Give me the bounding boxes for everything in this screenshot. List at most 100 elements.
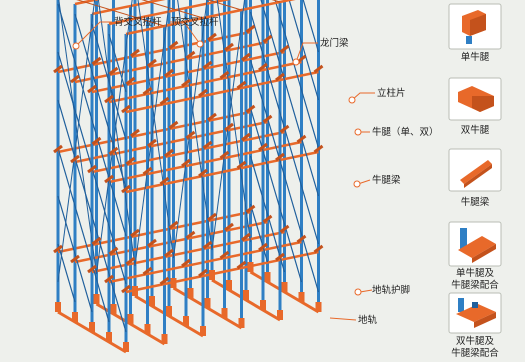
gantry-beam [108,0,231,26]
corbel [279,124,290,134]
single-corbel-with-beam-icon [458,228,496,263]
frame-brace [249,155,269,215]
corbel [219,70,230,80]
frame-brace [74,61,93,121]
legend-caption-single-corbel-with-beam-line2: 牛腿梁配合 [451,279,499,291]
corbel [181,158,191,168]
corbel [70,254,80,264]
corbel [164,68,174,78]
corbel [198,168,208,178]
rail-guard [281,282,288,292]
frame-brace [266,213,286,273]
corbel [147,58,157,68]
corbel [125,256,136,266]
corbel [91,56,102,66]
corbel [258,242,268,252]
corbel [241,132,251,142]
corbel [53,244,63,254]
top-cross-brace [141,0,204,19]
corbel [275,72,285,82]
rail-guard [93,294,100,304]
label-gantry-beam: 龙门梁 [320,37,349,49]
corbel [258,62,268,72]
corbel [130,228,140,238]
rail-guard [226,280,232,290]
corbel [87,164,97,174]
corbel [202,140,213,150]
corbel [104,94,114,104]
leader-dot [354,128,362,136]
frame-brace [91,167,110,227]
top-cross-brace [206,0,242,11]
corbel [262,34,273,44]
frame-brace [57,195,76,255]
rail-guard [221,308,228,318]
rail-guard [264,272,271,282]
rail-guard [315,302,322,312]
gantry-beam [125,0,296,36]
leader-dot [353,180,361,188]
single-corbel-icon [462,10,486,44]
frame-brace [283,223,303,283]
corbel [181,78,191,88]
corbel [245,204,256,214]
frame-brace [288,0,303,43]
corbel [219,150,230,160]
corbel [53,64,63,74]
corbel [207,112,217,122]
corbel [241,52,251,62]
rack-structure [53,0,324,354]
frame-brace [91,23,110,83]
corbel [236,80,247,90]
frame-brace [300,137,320,197]
label-top-cross-brace: 顶交叉拉杆 [171,16,219,28]
corbel [91,236,102,246]
corbel-beam [57,210,251,254]
rail-guard [89,322,95,332]
top-cross-brace [76,0,165,27]
corbel [130,128,140,138]
corbel [224,222,234,232]
corbel [241,232,251,242]
leader-gantry-beam [295,42,318,63]
leader-dot [196,40,204,48]
frame-brace [249,107,269,167]
corbel [147,238,157,248]
back-cross-brace [97,0,136,267]
corbel [224,42,234,52]
corbel [168,40,179,50]
rail-guard [187,288,194,298]
leader-top-cross-brace [170,21,201,45]
corbel-beam [108,60,302,104]
frame-brace [260,0,269,23]
legend-caption-double-corbel-with-beam-line1: 双牛腿及 [456,335,495,347]
corbel [159,276,170,286]
frame-brace [91,119,110,179]
corbel [159,176,170,186]
corbel-beam [125,250,319,294]
rail-guard [204,298,211,308]
back-cross-brace [216,0,251,243]
frame-brace [108,225,127,285]
back-cross-brace [177,0,213,251]
corbel [125,76,136,86]
corbel [258,142,268,152]
corbel [279,224,290,234]
corbel [108,66,119,76]
rail-guard [161,334,168,344]
rail-guard [243,290,249,300]
rail-guard [55,302,61,312]
rail-guard [238,318,245,328]
legend-panel: 单牛腿 双牛腿 牛腿梁 单牛腿及 牛腿梁配合 [448,3,502,359]
leader-back-cross-brace [75,21,112,47]
corbel-beam-icon [460,160,492,188]
rail-guard [110,304,117,314]
rail-guard [127,314,134,324]
corbel [296,134,307,144]
corbel-beam [57,110,251,154]
frame-brace [74,157,93,217]
double-corbel-with-beam-icon [456,298,496,328]
corbel-beam [108,240,302,284]
frame-brace [249,203,269,263]
